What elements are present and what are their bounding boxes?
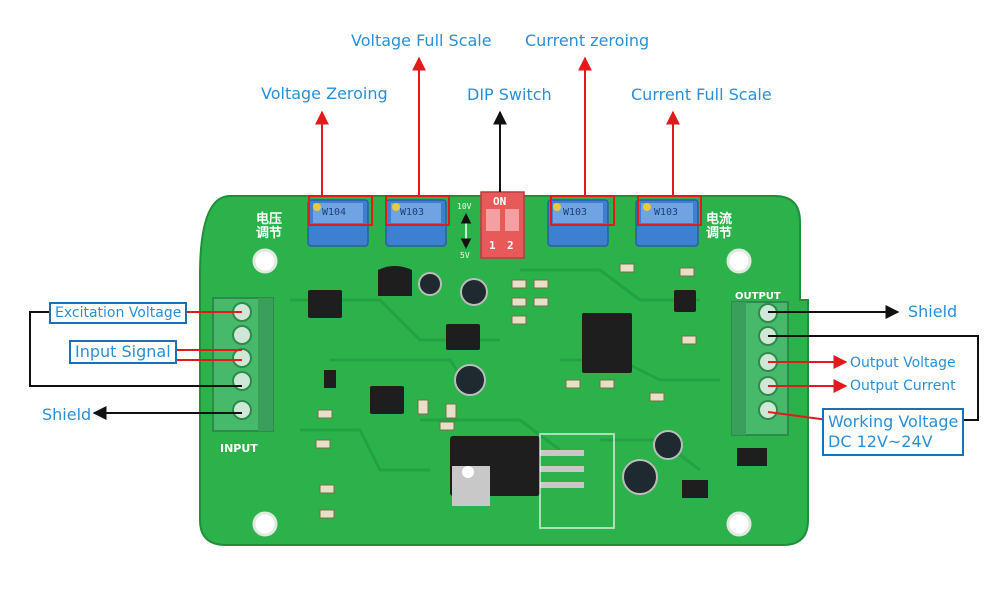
smd-component <box>533 279 549 289</box>
label-excitation-voltage: Excitation Voltage <box>49 302 188 324</box>
smd-component <box>439 421 455 431</box>
dip-2-label: 2 <box>507 239 514 252</box>
highlight-box <box>637 195 702 226</box>
smd-component <box>315 439 331 449</box>
mount-hole <box>252 248 278 274</box>
dip-10v-label: 10V <box>457 202 472 211</box>
smd-component <box>649 392 665 402</box>
terminal-screw <box>758 400 778 420</box>
smd-component <box>533 297 549 307</box>
line-excitation-return <box>29 311 242 387</box>
diode-d3 <box>682 480 708 498</box>
mount-hole <box>726 248 752 274</box>
diode-d1 <box>324 370 336 388</box>
label-shield-left: Shield <box>42 405 92 424</box>
capacitor <box>418 272 442 296</box>
label-voltage-zeroing: Voltage Zeroing <box>261 84 388 103</box>
smd-component <box>511 297 527 307</box>
pot-label: W103 <box>654 207 679 218</box>
line-working-voltage-gnd <box>768 335 979 421</box>
highlight-box <box>550 195 615 226</box>
capacitor <box>460 278 488 306</box>
smd-component <box>565 379 581 389</box>
smd-component <box>511 279 527 289</box>
pot-label: W103 <box>563 207 588 218</box>
dip-5v-label: 5V <box>460 251 470 260</box>
label-working-voltage-line1: Working Voltage <box>828 412 959 431</box>
label-current-zeroing: Current zeroing <box>525 31 650 50</box>
input-terminal-block <box>212 297 274 432</box>
label-dip-switch: DIP Switch <box>467 85 552 104</box>
smd-component <box>445 403 457 419</box>
smd-component <box>599 379 615 389</box>
silk-output: OUTPUT <box>735 291 781 302</box>
terminal-screw <box>232 371 252 391</box>
label-input-signal: Input Signal <box>69 340 177 364</box>
mount-hole <box>252 511 278 537</box>
smd-component <box>619 263 635 273</box>
ic-chip <box>446 324 480 350</box>
label-current-full-scale: Current Full Scale <box>631 85 772 104</box>
dip-on-label: ON <box>493 195 507 208</box>
highlight-box <box>308 195 373 226</box>
terminal-screw <box>232 400 252 420</box>
label-working-voltage-line2: DC 12V~24V <box>828 432 933 451</box>
ic-chip <box>370 386 404 414</box>
diode-d2 <box>737 448 767 466</box>
voltage-regulator <box>450 433 615 529</box>
smd-component <box>319 484 335 494</box>
line-working-voltage <box>767 411 829 421</box>
smd-component <box>417 399 429 415</box>
potentiometer-rv3 <box>547 199 609 247</box>
output-terminal-block <box>731 301 789 436</box>
transistor-q2 <box>674 290 696 312</box>
label-output-voltage: Output Voltage <box>850 355 956 371</box>
label-output-current: Output Current <box>850 378 956 394</box>
capacitor <box>622 459 658 495</box>
pot-label: W103 <box>400 207 425 218</box>
pot-label: W104 <box>322 207 347 218</box>
terminal-screw <box>232 325 252 345</box>
dip-switch <box>460 191 525 259</box>
silk-current-adjust: 电流 调节 <box>706 212 733 241</box>
label-voltage-full-scale: Voltage Full Scale <box>351 31 492 50</box>
smd-component <box>681 335 697 345</box>
highlight-box <box>385 195 450 226</box>
potentiometer-rv4 <box>635 199 699 247</box>
pcb-board <box>199 195 809 546</box>
mount-hole <box>726 511 752 537</box>
transistor-q3 <box>308 290 342 318</box>
potentiometer-rv1 <box>307 199 369 247</box>
smd-component <box>511 315 527 325</box>
capacitor <box>454 364 486 396</box>
transistor-u4 <box>378 266 412 296</box>
label-working-voltage: Working Voltage DC 12V~24V <box>822 408 965 456</box>
ic-chip <box>582 313 632 373</box>
potentiometer-rv2 <box>385 199 447 247</box>
smd-component <box>319 509 335 519</box>
smd-component <box>317 409 333 419</box>
label-shield-right: Shield <box>908 302 958 321</box>
dip-1-label: 1 <box>489 239 496 252</box>
silk-voltage-adjust: 电压 调节 <box>256 212 283 241</box>
silk-input: INPUT <box>220 442 258 455</box>
smd-component <box>679 267 695 277</box>
terminal-screw <box>232 348 252 368</box>
capacitor <box>653 430 683 460</box>
